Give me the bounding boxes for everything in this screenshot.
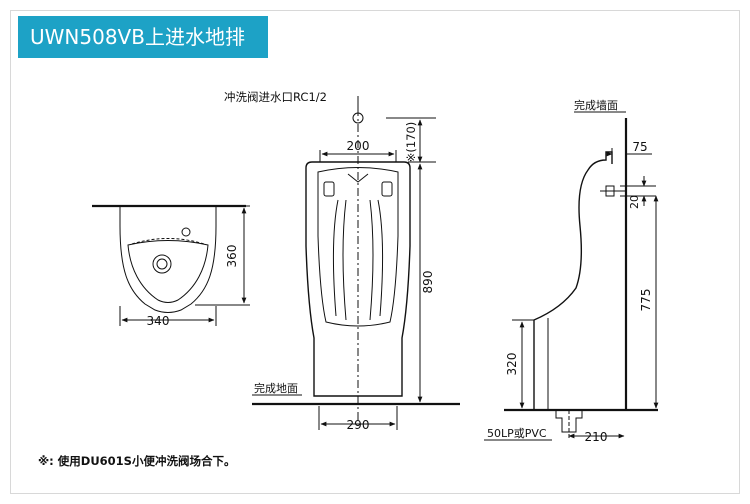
front-body-outline [305,161,411,397]
finished-wall-label: 完成墙面 [574,98,618,112]
drawing-frame [10,10,740,494]
dim-top-width: 340 [147,314,170,328]
top-view [92,204,250,326]
side-body-outline [533,151,613,410]
dim-wall-offset: 75 [632,140,647,154]
front-body-inner [317,167,399,327]
dim-top-depth: 360 [225,245,239,268]
front-contour-left-1 [332,199,339,317]
side-view [484,111,659,441]
page-title: UWN508VB上进水地排 [30,25,245,49]
dim-inlet-spacing: 200 [347,139,370,153]
drain-pipe-label: 50LP或PVC [487,427,547,440]
title-banner [18,16,268,58]
front-contour-right-1 [377,199,384,317]
inlet-valve-label: 冲洗阀进水口RC1/2 [224,90,327,104]
dim-total-height: 890 [421,271,435,294]
front-bracket-right [381,181,393,197]
front-spray-head [347,173,369,183]
dim-lower-height: 320 [505,353,519,376]
front-bracket-left [323,181,335,197]
dim-drain-offset: 210 [585,430,608,444]
top-view-bowl-inner [127,240,209,303]
top-view-rim-dashed [131,238,205,245]
top-view-inlet-hole [181,227,191,237]
dim-upper-height: 775 [639,289,653,312]
front-contour-left-2 [342,199,347,321]
top-view-drain-outer [152,254,172,274]
top-view-drain-inner [156,258,168,270]
dim-bracket-gap: 20 [628,195,641,209]
front-view [252,96,460,430]
front-contour-right-2 [369,199,374,321]
dim-inlet-height-note: ※(170) [404,122,418,163]
dim-front-base-width: 290 [347,418,370,432]
footnote: ※: 使用DU601S小便冲洗阀场合下。 [38,454,235,468]
top-view-bowl-outer [119,206,217,313]
finished-floor-label: 完成地面 [254,381,298,395]
